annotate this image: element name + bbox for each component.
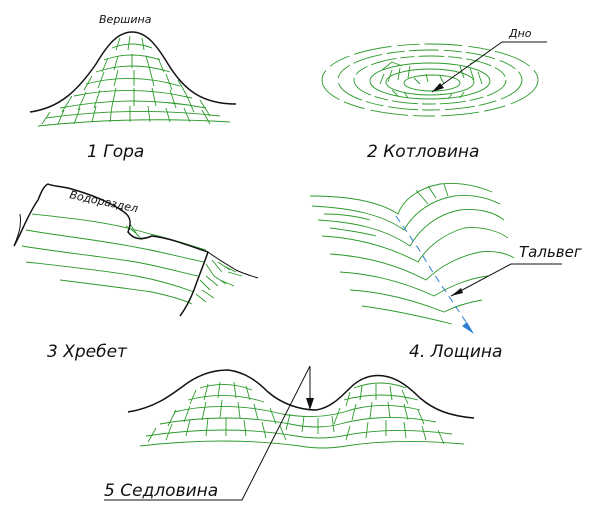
saddle-contours xyxy=(139,381,465,449)
mountain-caption: 1 Гора xyxy=(87,142,144,162)
hollow-caption: 2 Котловина xyxy=(367,142,479,162)
mountain-outline xyxy=(29,31,237,113)
hollow-contours xyxy=(321,43,539,117)
mountain-figure: Вершина 1 Гора xyxy=(29,13,237,162)
saddle-pointer-arrow xyxy=(306,398,314,410)
ridge-front-edge xyxy=(179,251,209,317)
ridge-contours xyxy=(21,213,243,305)
saddle-caption: 5 Седловина xyxy=(104,481,218,501)
summit-label: Вершина xyxy=(99,13,152,26)
gully-figure: Тальвег 4. Лощина xyxy=(309,183,582,362)
gully-contours xyxy=(309,183,515,325)
thalweg-label: Тальвег xyxy=(519,243,582,261)
thalweg-line xyxy=(395,215,467,323)
bottom-label: Дно xyxy=(508,27,532,40)
saddle-figure: 5 Седловина xyxy=(104,365,475,501)
ridge-caption: 3 Хребет xyxy=(47,342,128,362)
watershed-label: Водораздел xyxy=(68,188,139,215)
bottom-pointer xyxy=(431,41,547,93)
thalweg-arrow xyxy=(462,322,474,334)
hollow-figure: Дно 2 Котловина xyxy=(321,27,547,162)
ridge-left-edge xyxy=(13,213,21,247)
saddle-outline xyxy=(127,369,475,419)
gully-caption: 4. Лощина xyxy=(409,342,502,362)
thalweg-pointer-arrow xyxy=(451,288,463,296)
ridge-spur-edge xyxy=(207,251,259,279)
ridge-crest-outline xyxy=(13,183,209,253)
ridge-figure: Водораздел 3 Хребет xyxy=(13,183,259,362)
mountain-contours xyxy=(37,35,231,127)
bottom-arrow xyxy=(432,83,444,92)
thalweg-pointer xyxy=(450,263,562,297)
